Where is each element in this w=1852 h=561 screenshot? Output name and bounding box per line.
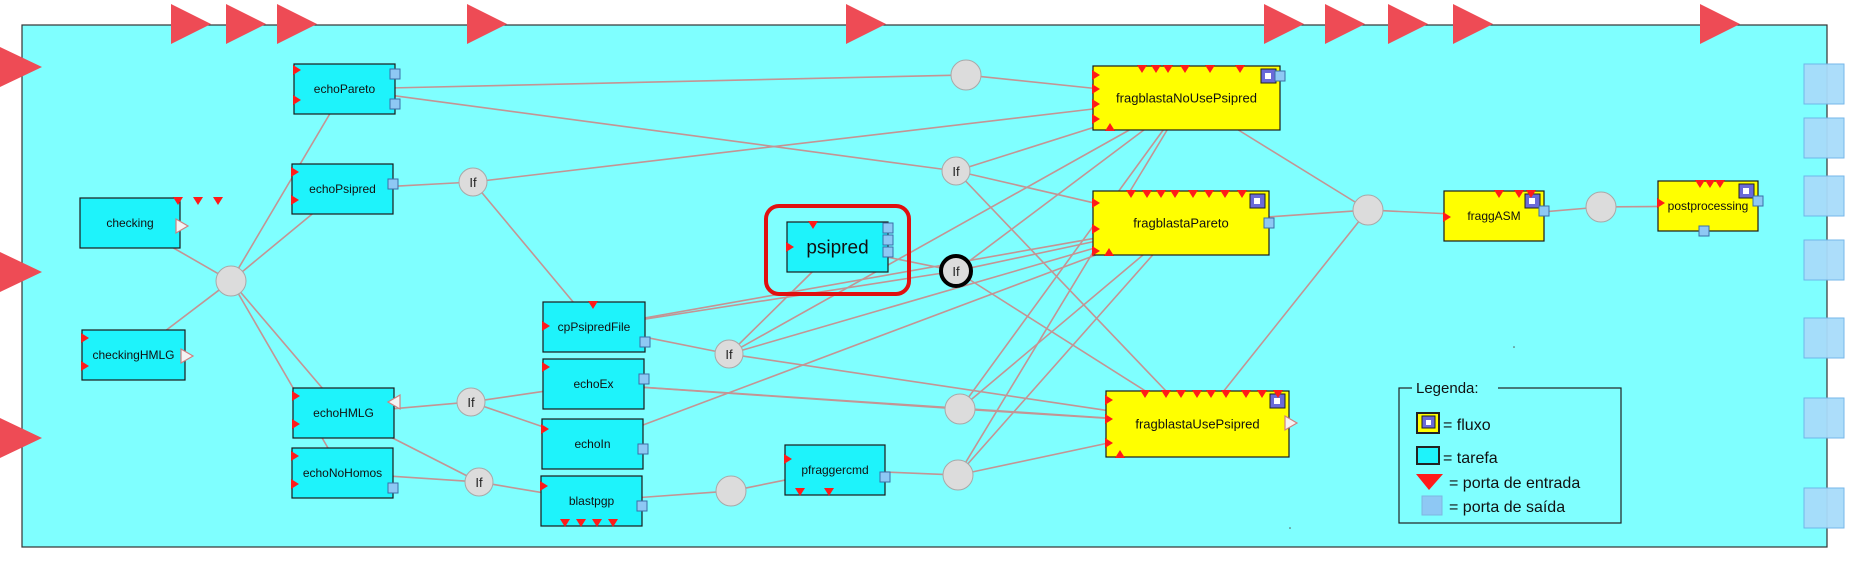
- flow-icon-inner: [1743, 188, 1749, 194]
- join-node[interactable]: [716, 476, 746, 506]
- condition-label: If: [952, 264, 960, 279]
- legend-title: Legenda:: [1416, 380, 1479, 397]
- task-label-echoHMLG: echoHMLG: [313, 406, 374, 420]
- legend-task-icon: [1417, 447, 1439, 464]
- flow-icon-inner: [1274, 398, 1280, 404]
- external-output-port[interactable]: [1804, 240, 1844, 280]
- task-label-echoIn: echoIn: [574, 437, 610, 451]
- output-port[interactable]: [638, 444, 648, 454]
- flow-icon-inner: [1265, 73, 1271, 79]
- flow-icon-inner: [1529, 198, 1535, 204]
- output-port[interactable]: [640, 337, 650, 347]
- join-node[interactable]: [216, 266, 246, 296]
- task-label-echoNoHomos: echoNoHomos: [303, 466, 382, 480]
- flow-label-fragblastaPareto: fragblastaPareto: [1133, 216, 1228, 231]
- external-output-port[interactable]: [1804, 64, 1844, 104]
- legend-output-icon: [1422, 496, 1442, 515]
- join-node[interactable]: [1353, 195, 1383, 225]
- external-output-port[interactable]: [1804, 488, 1844, 528]
- condition-label: If: [952, 164, 960, 179]
- external-output-port[interactable]: [1804, 118, 1844, 158]
- task-label-psipred: psipred: [806, 238, 868, 259]
- external-output-port[interactable]: [1804, 176, 1844, 216]
- condition-label: If: [475, 475, 483, 490]
- join-node[interactable]: [1586, 192, 1616, 222]
- output-port[interactable]: [883, 247, 893, 257]
- output-port[interactable]: [880, 472, 890, 482]
- task-label-blastpgp: blastpgp: [569, 494, 615, 508]
- flow-icon-inner: [1254, 198, 1260, 204]
- output-port[interactable]: [388, 179, 398, 189]
- stray-dot: [1513, 346, 1515, 348]
- legend-task-label: = tarefa: [1443, 450, 1498, 467]
- output-port[interactable]: [883, 223, 893, 233]
- condition-label: If: [467, 395, 475, 410]
- external-output-port[interactable]: [1804, 318, 1844, 358]
- output-port[interactable]: [883, 235, 893, 245]
- flow-label-fragblastaNoUsePsipred: fragblastaNoUsePsipred: [1116, 91, 1257, 106]
- output-port[interactable]: [1275, 71, 1285, 81]
- output-port[interactable]: [1539, 206, 1549, 216]
- output-port[interactable]: [390, 69, 400, 79]
- task-label-checking: checking: [106, 216, 153, 230]
- join-node[interactable]: [945, 394, 975, 424]
- join-node[interactable]: [951, 60, 981, 90]
- task-label-pfraggercmd: pfraggercmd: [801, 463, 868, 477]
- output-port[interactable]: [639, 374, 649, 384]
- external-output-port[interactable]: [1804, 398, 1844, 438]
- output-port[interactable]: [1753, 196, 1763, 206]
- task-label-echoPsipred: echoPsipred: [309, 182, 376, 196]
- flow-label-postprocessing: postprocessing: [1668, 199, 1749, 213]
- task-label-echoPareto: echoPareto: [314, 82, 376, 96]
- join-node[interactable]: [943, 460, 973, 490]
- legend-flow-icon: [1417, 413, 1439, 433]
- flow-label-fragblastaUsePsipred: fragblastaUsePsipred: [1135, 417, 1259, 432]
- output-port[interactable]: [388, 483, 398, 493]
- task-label-checkingHMLG: checkingHMLG: [92, 348, 174, 362]
- task-label-echoEx: echoEx: [573, 377, 613, 391]
- output-port[interactable]: [637, 501, 647, 511]
- flow-label-fraggASM: fraggASM: [1467, 209, 1520, 223]
- output-port[interactable]: [1699, 226, 1709, 236]
- stray-dot: [1289, 527, 1291, 529]
- legend-flow-label: = fluxo: [1443, 417, 1491, 434]
- output-port[interactable]: [390, 99, 400, 109]
- legend-input-label: = porta de entrada: [1449, 475, 1580, 492]
- condition-label: If: [469, 175, 477, 190]
- output-port[interactable]: [1264, 218, 1274, 228]
- task-label-cpPsipredFile: cpPsipredFile: [558, 320, 631, 334]
- condition-label: If: [725, 347, 733, 362]
- legend-output-label: = porta de saída: [1449, 499, 1565, 516]
